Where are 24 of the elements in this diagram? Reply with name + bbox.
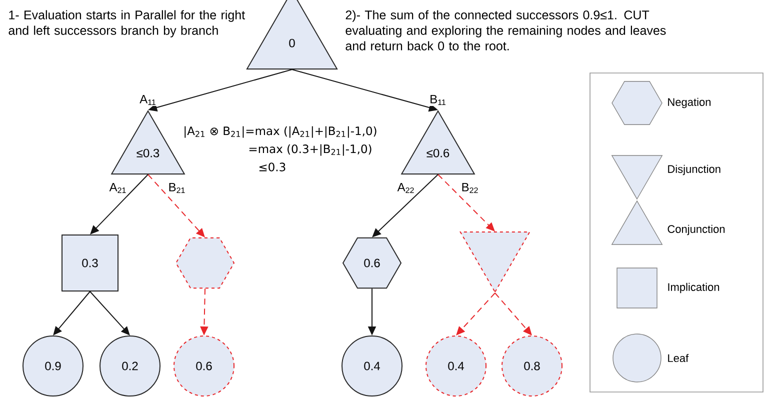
arrow — [53, 291, 90, 336]
edge-label: B$_{21}$ — [167, 182, 187, 194]
legend-label: Disjunction — [668, 164, 720, 176]
formula-text: =max (0.3+|B$_{21}$|-1,0) — [249, 144, 372, 156]
arrow — [456, 292, 496, 336]
arrow — [90, 174, 148, 234]
arrow — [372, 174, 438, 238]
edge-label: B$_{22}$ — [460, 182, 480, 194]
arrow — [90, 291, 130, 336]
legend-label: Implication — [668, 282, 720, 294]
arrow — [438, 174, 495, 232]
legend-label: Negation — [668, 98, 710, 108]
edge-label: A$_{21}$ — [108, 182, 128, 194]
edge-label: A$_{11}$ — [138, 94, 158, 106]
note-text: 2)- The sum of the connected successors 0.9≤1. CUT evaluating and exploring the remaining nodes and leaves and return back 0 to the root. — [346, 10, 666, 50]
legend-label: Conjunction — [668, 224, 725, 236]
formula-text: ≤0.3 — [259, 162, 286, 172]
implication-square: 0.3 — [62, 234, 118, 292]
formula-text: |A$_{21}$ ⊗ B$_{21}$|=max (|A$_{21}$|+|B$_{21}$|-1,0) — [184, 126, 376, 138]
arrow — [494, 292, 532, 336]
conjunction-triangle: 0 — [246, 0, 338, 70]
edge-label: B$_{11}$ — [428, 94, 448, 106]
edge-label: A$_{22}$ — [396, 182, 416, 194]
legend-label: Leaf — [668, 354, 689, 362]
